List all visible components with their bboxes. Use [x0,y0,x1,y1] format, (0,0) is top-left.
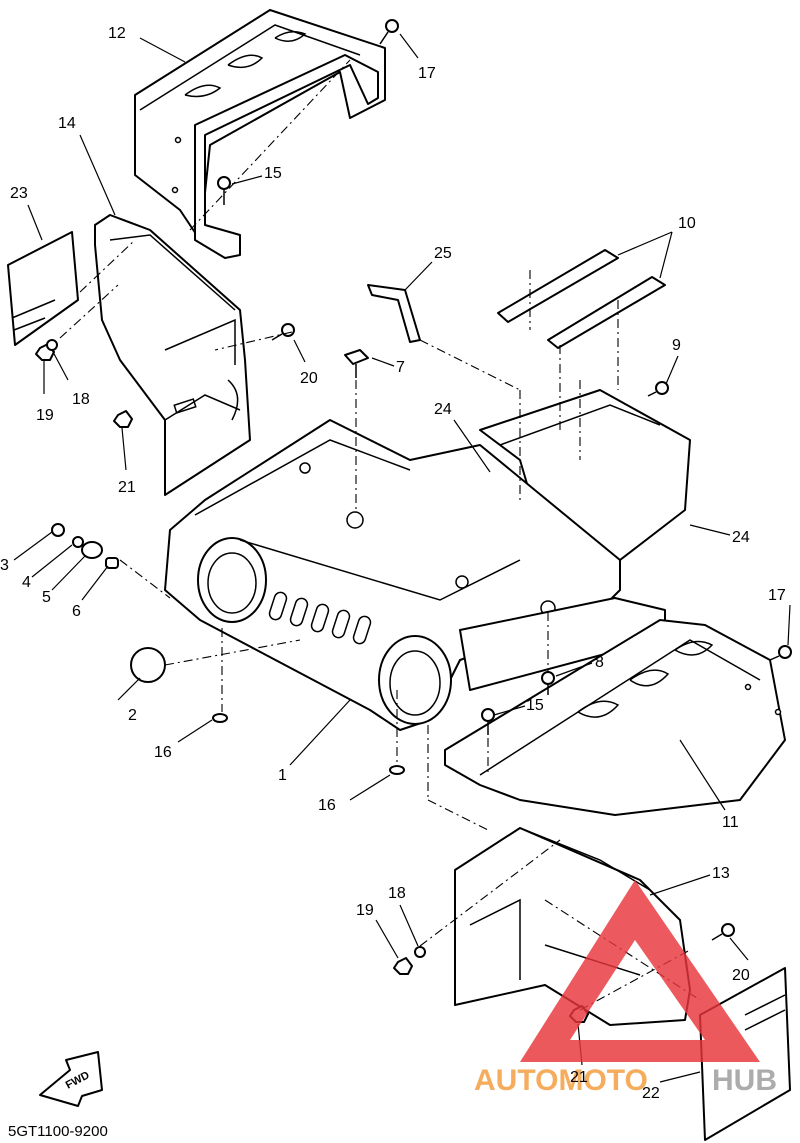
part-25-bracket [367,284,421,343]
callout-11: 11 [722,814,739,831]
part-23-left-mud-flap [7,231,79,346]
callout-5: 5 [42,589,51,606]
callout-13: 13 [712,865,730,882]
callout-2: 2 [128,707,137,724]
callout-24: 24 [732,529,750,546]
callout-25: 25 [434,245,452,262]
callout-20: 20 [732,967,750,984]
callout-numbers: 12 17 14 23 15 25 10 20 7 9 19 18 24 21 … [0,25,786,1102]
callout-17: 17 [418,65,436,82]
part-1-front-fender-body [164,419,666,731]
callout-17: 17 [768,587,786,604]
callout-6: 6 [72,603,81,620]
part-10-trim-strips [497,249,666,349]
callout-22: 22 [642,1085,660,1102]
callout-10: 10 [678,215,696,232]
callout-12: 12 [108,25,126,42]
callout-1: 1 [278,767,287,784]
callout-16: 16 [318,797,336,814]
part-14-left-side-cover [94,214,251,496]
diagram-code: 5GT1100-9200 [8,1123,108,1140]
callout-24: 24 [434,401,452,418]
part-12-front-cover-upper [134,9,386,259]
watermark-logo: AUTOMOTO HUB [474,880,777,1097]
callout-20: 20 [300,370,318,387]
callout-3: 3 [0,557,9,574]
watermark-brand-part1: AUTOMOTO [474,1064,648,1097]
callout-18: 18 [388,885,406,902]
callout-4: 4 [22,574,31,591]
callout-15: 15 [526,697,544,714]
callout-14: 14 [58,115,76,132]
callout-16: 16 [154,744,172,761]
part-11-front-cover-lower [444,619,786,816]
watermark-brand-part2: HUB [712,1064,777,1097]
callout-9: 9 [672,337,681,354]
watermark-triangle-mark [520,880,760,1062]
callout-7: 7 [396,359,405,376]
callout-8: 8 [595,654,604,671]
callout-15: 15 [264,165,282,182]
callout-23: 23 [10,185,28,202]
leader-lines [13,33,791,1083]
callout-18: 18 [72,391,90,408]
callout-21: 21 [118,479,136,496]
fwd-arrow-icon: FWD [39,1051,103,1107]
callout-19: 19 [356,902,374,919]
callout-19: 19 [36,407,54,424]
callout-21: 21 [570,1069,588,1086]
